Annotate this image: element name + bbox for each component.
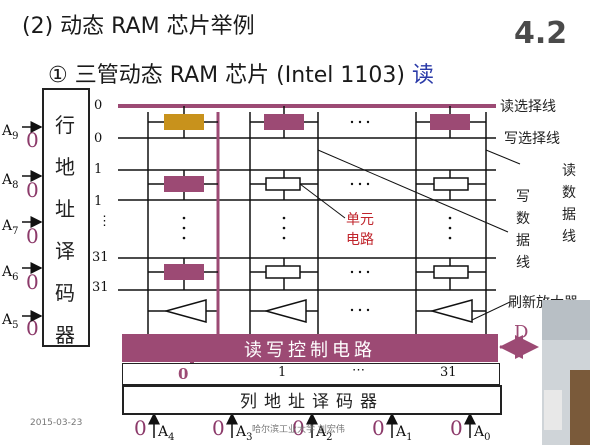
cell-r0-c0-active: [164, 114, 204, 130]
col-addr-value: 0: [212, 416, 225, 440]
row-index: 0: [94, 131, 103, 146]
col-addr-a4: A4: [158, 424, 175, 443]
lecturer-video-overlay: [542, 300, 590, 445]
data-pin-label: D: [514, 322, 529, 343]
cell-r1-c31: [433, 177, 469, 191]
row-address-decoder-label: 行地址译码器: [55, 113, 75, 347]
page-title: (2) 动态 RAM 芯片举例: [22, 14, 255, 39]
addr-a5-label: A5: [2, 312, 19, 331]
cell-r31-c31: [433, 265, 469, 279]
column-address-decoder-label: 列地址译码器: [240, 392, 384, 412]
read-write-control-label: 读写控制电路: [244, 340, 376, 361]
row-index: 31: [92, 250, 109, 265]
addr-a9-value: 0: [26, 128, 39, 152]
addr-a8-label: A8: [2, 172, 19, 191]
col-addr-a3: A3: [236, 424, 253, 443]
col-addr-a0: A0: [474, 424, 491, 443]
col-addr-a2: A2: [316, 424, 333, 443]
addr-a8-value: 0: [26, 178, 39, 202]
row-index: ⋮: [98, 214, 111, 229]
addr-a7-label: A7: [2, 218, 19, 237]
addr-a6-label: A6: [2, 264, 19, 283]
column-index: ⋯: [352, 363, 365, 378]
col-addr-value: 0: [292, 416, 305, 440]
refresh-amplifier-c1: [263, 299, 307, 323]
col-addr-a1: A1: [396, 424, 413, 443]
addr-a5-value: 0: [26, 316, 39, 340]
cell-r0-c1: [264, 114, 304, 130]
cell-r31-c0: [164, 264, 204, 280]
col-addr-value: 0: [450, 416, 463, 440]
row-index: 1: [94, 194, 103, 209]
page-subtitle: ① 三管动态 RAM 芯片 (Intel 1103) 读: [48, 57, 434, 89]
col-addr-value: 0: [134, 416, 147, 440]
col-addr-value: 0: [372, 416, 385, 440]
read-write-control: [122, 334, 498, 362]
cell-circuit-label: 单元电路: [346, 212, 374, 248]
refresh-amplifier-c31: [429, 299, 473, 323]
cell-r1-c1: [265, 177, 301, 191]
cell-r0-c31: [430, 114, 470, 130]
refresh-amplifier-c0: [163, 299, 207, 323]
addr-a7-value: 0: [26, 224, 39, 248]
row-address-decoder: [42, 88, 90, 347]
column-index: 1: [278, 365, 287, 380]
write-data-label: 写数据线: [516, 189, 530, 271]
footer-date: 2015-03-23: [30, 418, 83, 428]
read-select-label: 读选择线: [500, 99, 556, 115]
subtitle-text: ① 三管动态 RAM 芯片 (Intel 1103): [48, 63, 405, 88]
section-number: 4.2: [514, 16, 568, 51]
read-data-label: 读数据线: [562, 163, 576, 245]
column-index-strip: [122, 363, 500, 385]
row-index: 1: [94, 162, 103, 177]
column-address-decoder: [122, 385, 502, 415]
cell-r1-c0: [164, 176, 204, 192]
column-index: 0: [178, 365, 189, 383]
addr-a9-label: A9: [2, 123, 19, 142]
row-index: 31: [92, 280, 109, 295]
footer-credit: 哈尔滨工业大学 刘宏伟: [252, 425, 345, 435]
addr-a6-value: 0: [26, 270, 39, 294]
cell-r31-c1: [265, 265, 301, 279]
row-index: 0: [94, 98, 103, 113]
column-index: 31: [440, 365, 457, 380]
write-select-label: 写选择线: [504, 131, 560, 147]
subtitle-read: 读: [411, 63, 434, 88]
